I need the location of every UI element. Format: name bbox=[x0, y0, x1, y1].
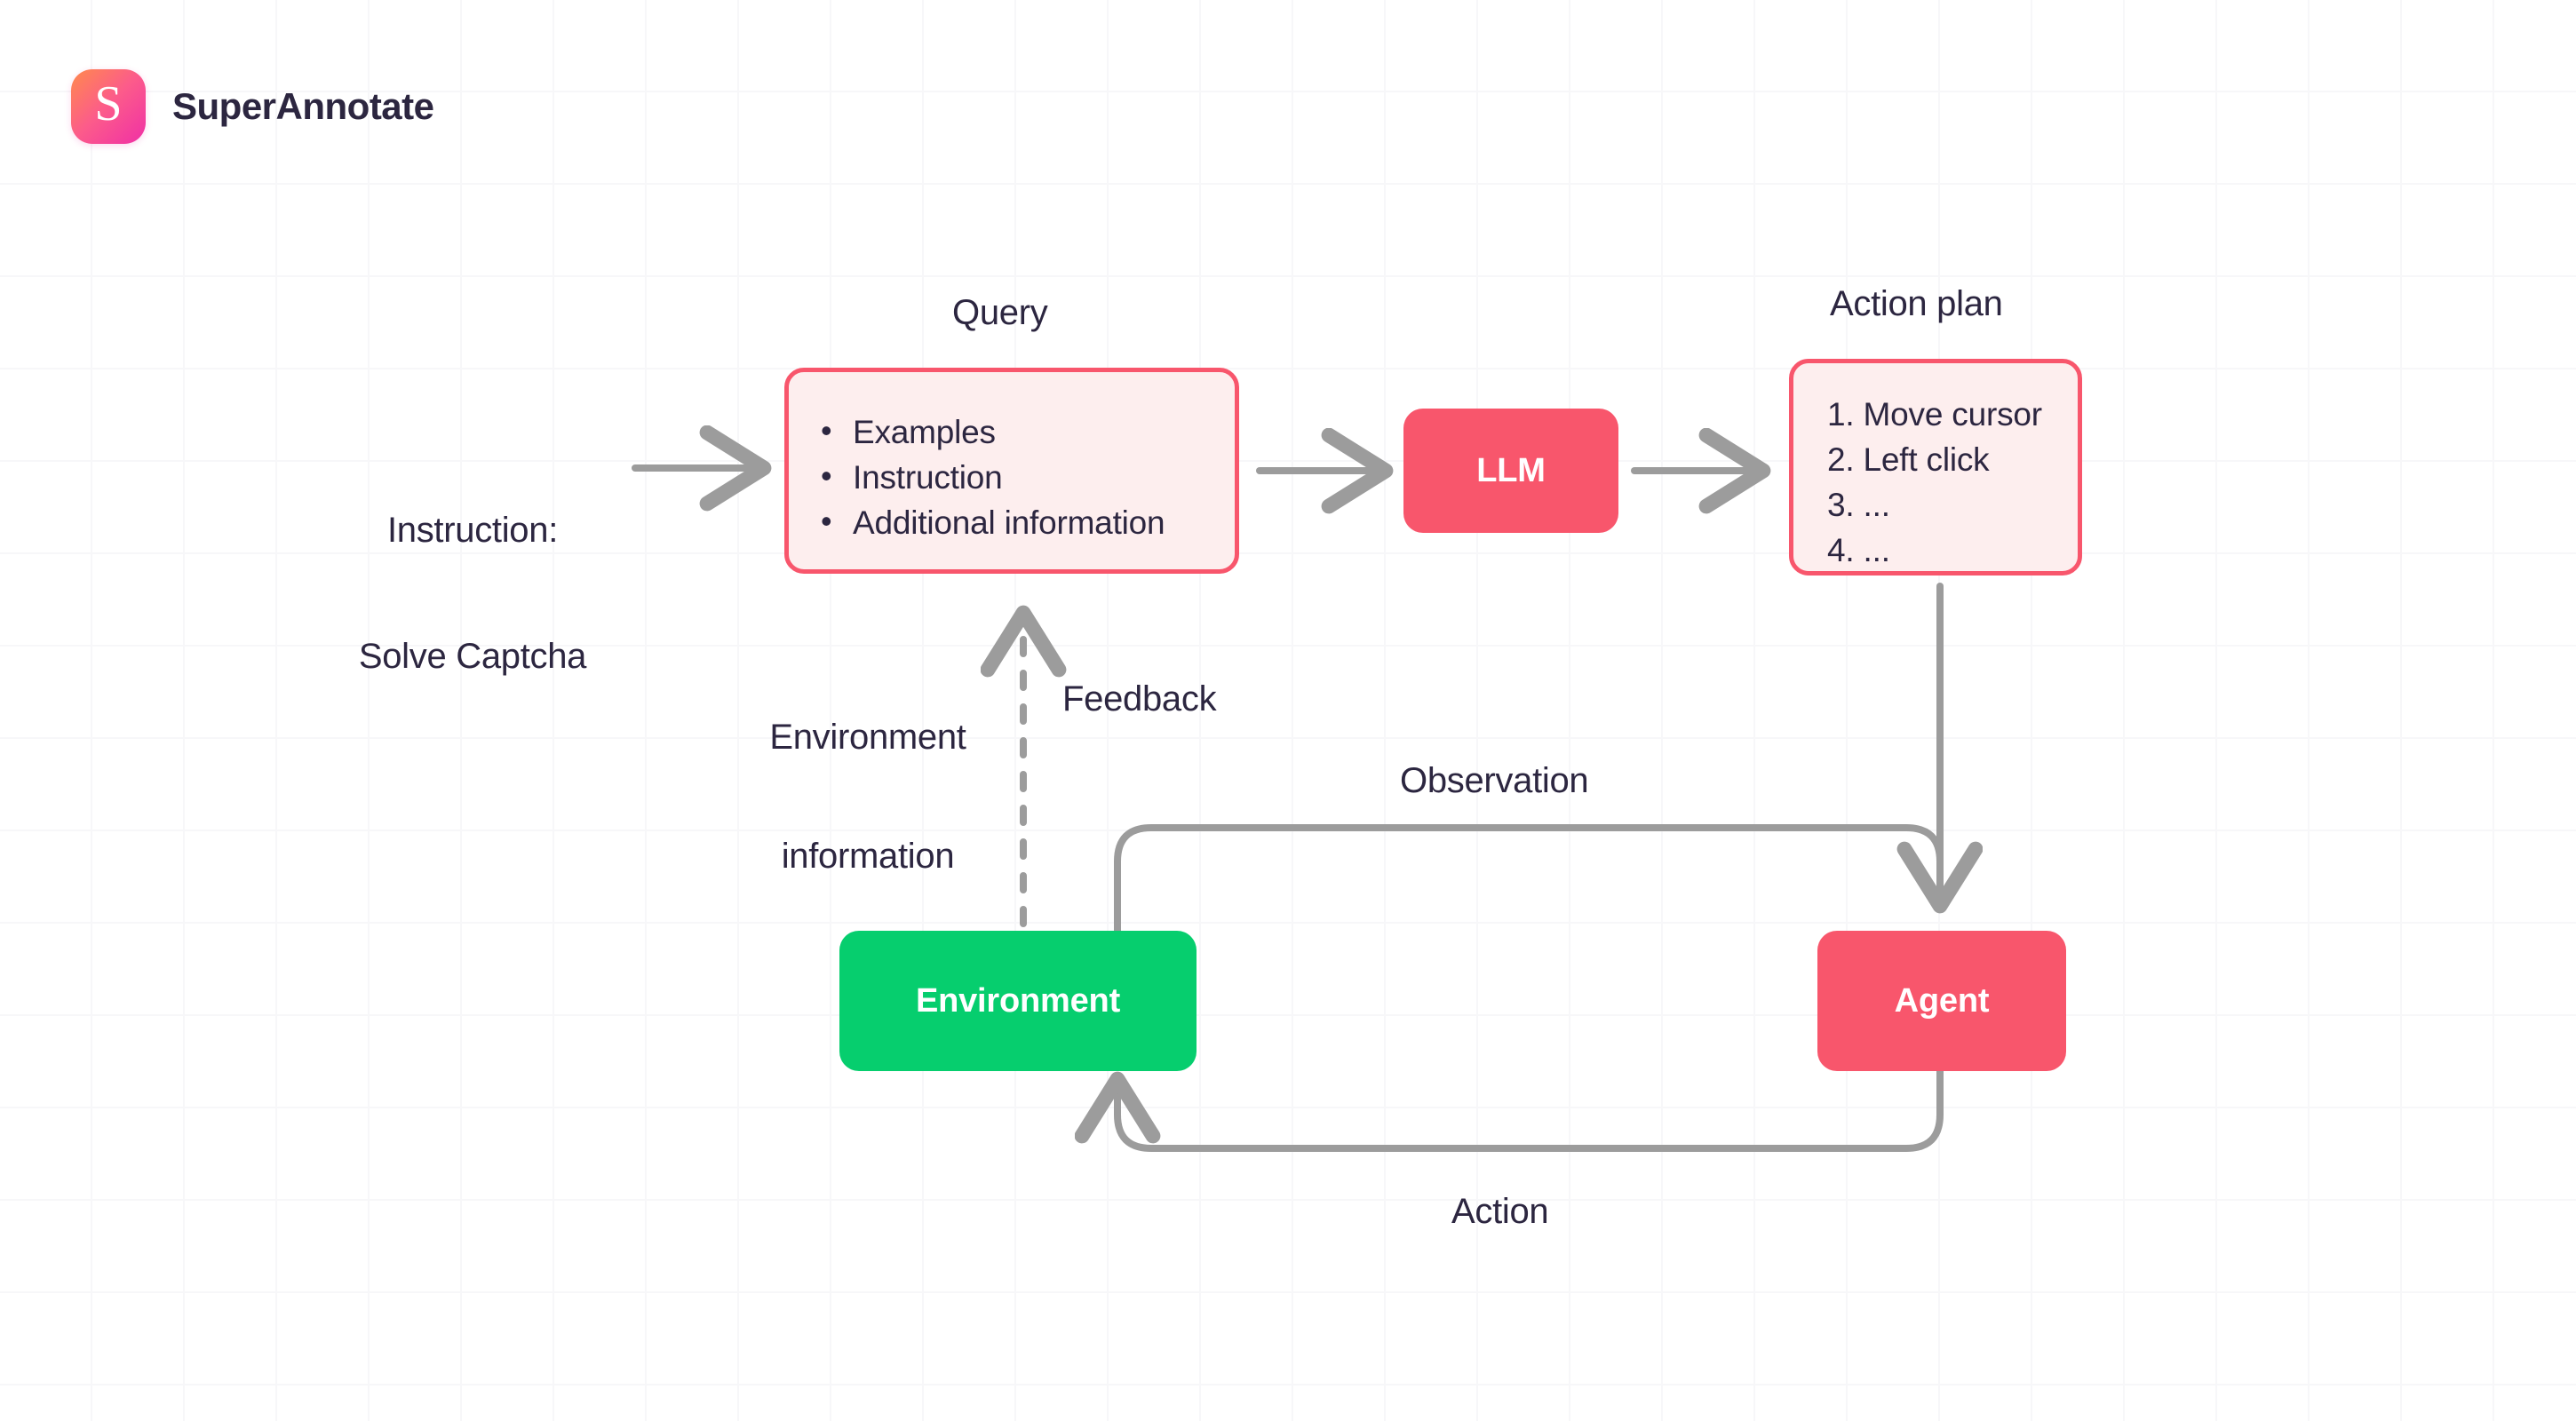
superannotate-logo-icon: S bbox=[71, 69, 146, 144]
instruction-line-1: Instruction: bbox=[386, 511, 559, 551]
action-plan-box: 1. Move cursor 2. Left click 3. ... 4. .… bbox=[1789, 359, 2082, 576]
environment-information-line-1: Environment bbox=[769, 717, 966, 757]
arrow-action-agent-to-environment bbox=[1117, 1062, 1944, 1152]
action-plan-item: 3. ... bbox=[1827, 487, 1890, 524]
environment-box: Environment bbox=[839, 931, 1197, 1071]
action-plan-item: 1. Move cursor bbox=[1827, 396, 2042, 433]
action-plan-item-list: 1. Move cursor 2. Left click 3. ... 4. .… bbox=[1827, 392, 2078, 573]
query-title: Query bbox=[952, 293, 1048, 332]
query-item: Instruction bbox=[814, 454, 1235, 500]
query-box: Examples Instruction Additional informat… bbox=[784, 368, 1239, 574]
action-label: Action bbox=[1451, 1192, 1549, 1231]
instruction-label: Instruction: Solve Captcha bbox=[330, 426, 615, 762]
logo-glyph: S bbox=[94, 76, 123, 131]
agent-label: Agent bbox=[1894, 981, 1990, 1020]
query-item: Examples bbox=[814, 409, 1235, 455]
agent-box: Agent bbox=[1817, 931, 2066, 1071]
action-plan-item: 4. ... bbox=[1827, 532, 1890, 569]
environment-information-line-2: information bbox=[781, 836, 955, 876]
llm-label: LLM bbox=[1476, 451, 1546, 489]
llm-box: LLM bbox=[1403, 409, 1618, 533]
feedback-label: Feedback bbox=[1062, 679, 1217, 718]
brand-name: SuperAnnotate bbox=[172, 85, 434, 127]
brand-logo: S SuperAnnotate bbox=[71, 69, 434, 144]
instruction-line-2: Solve Captcha bbox=[358, 636, 587, 676]
observation-label: Observation bbox=[1400, 761, 1589, 800]
environment-label: Environment bbox=[915, 981, 1121, 1020]
environment-information-label: Environment information bbox=[739, 638, 997, 956]
arrow-observation-environment-to-agent bbox=[1114, 824, 1944, 945]
query-item: Additional information bbox=[814, 499, 1235, 545]
action-plan-item: 2. Left click bbox=[1827, 441, 1990, 479]
action-plan-title: Action plan bbox=[1830, 284, 2003, 323]
query-item-list: Examples Instruction Additional informat… bbox=[814, 409, 1235, 545]
